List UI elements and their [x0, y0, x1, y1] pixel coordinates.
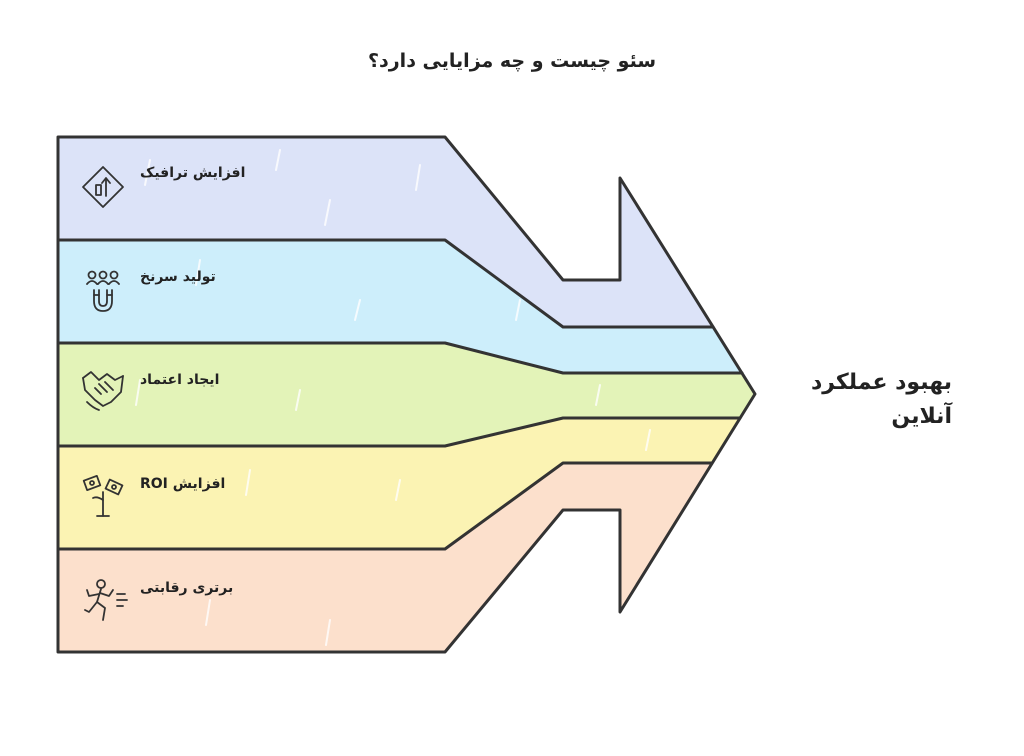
outcome-text: بهبود عملکرد آنلاین: [752, 366, 952, 434]
diagram-title: سئو چیست و چه مزایایی دارد؟: [367, 50, 657, 72]
band-label-competitive: برتری رقابتی: [140, 580, 234, 596]
band-label-leads: تولید سرنخ: [140, 269, 216, 285]
traffic-sign-icon: [82, 166, 124, 208]
people-magnet-icon: [86, 270, 120, 312]
band-trust: [58, 343, 755, 446]
money-plant-icon: [82, 475, 124, 517]
band-label-trust: ایجاد اعتماد: [140, 372, 220, 388]
band-leads: [58, 240, 742, 373]
band-label-traffic: افزایش ترافیک: [140, 165, 246, 181]
running-person-icon: [84, 579, 128, 621]
handshake-icon: [82, 371, 124, 411]
band-label-roi: افزایش ROI: [140, 476, 226, 492]
outcome-line-1: بهبود عملکرد: [810, 370, 952, 395]
band-competitive: [58, 463, 712, 652]
outcome-line-2: آنلاین: [891, 404, 952, 429]
band-traffic: [58, 137, 713, 327]
